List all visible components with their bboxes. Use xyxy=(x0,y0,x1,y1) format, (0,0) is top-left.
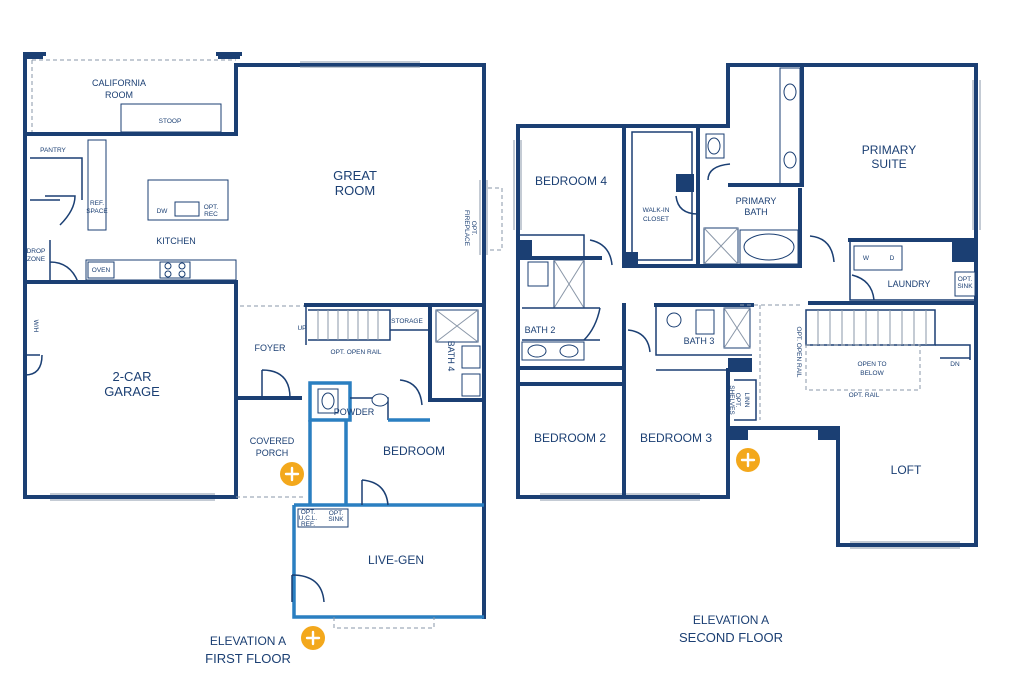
bedroom3-label: BEDROOM 3 xyxy=(640,431,712,445)
plus-icon[interactable] xyxy=(280,462,304,486)
loft-label: LOFT xyxy=(891,463,922,477)
opt-rail-label: OPT. RAIL xyxy=(849,392,880,399)
plus-icon[interactable] xyxy=(736,448,760,472)
wall-corner-blocks xyxy=(23,52,976,440)
pantry-label: PANTRY xyxy=(40,147,66,154)
plus-icon[interactable] xyxy=(301,626,325,650)
opt-ucl-ref-label: OPT.U.C.L.REF. xyxy=(299,509,318,528)
stoop-label: STOOP xyxy=(159,118,182,125)
second-floor-caption-elevation: ELEVATION A xyxy=(693,613,769,627)
dw-label: DW xyxy=(157,208,169,215)
linen-label: LINN xyxy=(743,393,750,408)
second-floor-caption-floor: SECOND FLOOR xyxy=(679,630,783,645)
bedroom-label: BEDROOM xyxy=(383,444,445,458)
opt-open-rail-label: OPT. OPEN RAIL xyxy=(331,349,382,356)
first-floor-caption-floor: FIRST FLOOR xyxy=(205,651,291,666)
ref-space-label: REF.SPACE xyxy=(86,200,108,215)
kitchen-label: KITCHEN xyxy=(156,236,196,246)
second-floor-plan xyxy=(513,63,981,549)
live-gen-label: LIVE-GEN xyxy=(368,553,424,567)
first-floor-plan xyxy=(23,52,503,629)
opt-shelves-label: OPT.SHELVES xyxy=(728,385,741,415)
bedroom4-label: BEDROOM 4 xyxy=(535,174,607,188)
dryer-label: D xyxy=(890,255,895,262)
wh-label: W/H xyxy=(32,320,39,333)
foyer-label: FOYER xyxy=(254,343,286,353)
bath4-label: BATH 4 xyxy=(446,341,456,372)
first-floor-caption-elevation: ELEVATION A xyxy=(210,634,286,648)
up-label: UP xyxy=(297,325,306,332)
washer-label: W xyxy=(863,255,870,262)
oven-label: OVEN xyxy=(92,267,111,274)
bath2-label: BATH 2 xyxy=(525,325,556,335)
opt-sink-label: OPT.SINK xyxy=(328,510,344,523)
opt-sink-2-label: OPT.SINK xyxy=(957,276,973,290)
bedroom2-label: BEDROOM 2 xyxy=(534,431,606,445)
dn-label: DN xyxy=(950,361,960,368)
opt-open-rail-2-label: OPT. OPEN RAIL xyxy=(795,327,802,378)
powder-label: POWDER xyxy=(334,407,375,417)
storage-label: STORAGE xyxy=(391,318,423,325)
opt-rec-label: OPT.REC xyxy=(204,204,219,218)
opt-fireplace-label: OPT.FIREPLACE xyxy=(463,210,477,247)
laundry-label: LAUNDRY xyxy=(888,279,931,289)
bath3-label: BATH 3 xyxy=(684,336,715,346)
